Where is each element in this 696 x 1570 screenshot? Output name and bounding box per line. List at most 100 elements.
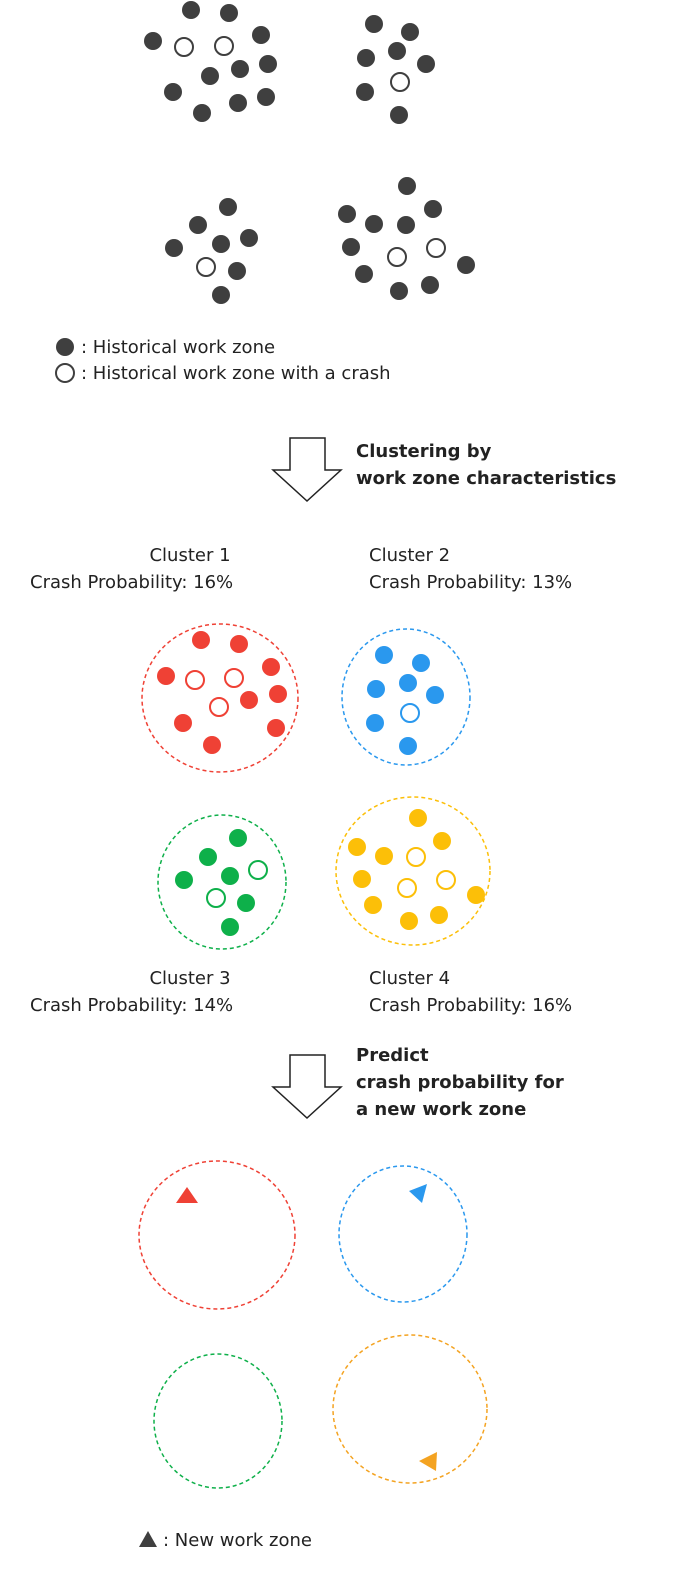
historical-work-zone-dot [220, 4, 238, 22]
cluster-3-probability: Crash Probability: 14% [30, 995, 234, 1016]
cluster-2-work-zone-dot [412, 654, 430, 672]
historical-work-zone-crash-dot [196, 257, 216, 277]
cluster-2-work-zone-dot [426, 686, 444, 704]
cluster-4-work-zone-crash-dot [436, 870, 456, 890]
historical-work-zone-crash-dot [387, 247, 407, 267]
cluster-4-boundary [335, 796, 491, 946]
historical-work-zone-dot [401, 23, 419, 41]
historical-work-zone-dot [165, 239, 183, 257]
historical-work-zone-dot [365, 215, 383, 233]
cluster-1-work-zone-dot [269, 685, 287, 703]
historical-work-zone-dot [355, 265, 373, 283]
historical-work-zone-dot [356, 83, 374, 101]
historical-work-zone-dot [424, 200, 442, 218]
cluster-4-work-zone-crash-dot [406, 847, 426, 867]
cluster-2-prediction-boundary [338, 1165, 468, 1303]
cluster-4-work-zone-dot [467, 886, 485, 904]
cluster-1-work-zone-dot [240, 691, 258, 709]
historical-work-zone-dot [212, 286, 230, 304]
cluster-3-work-zone-dot [237, 894, 255, 912]
historical-work-zone-dot [240, 229, 258, 247]
cluster-4-title: Cluster 4 [369, 968, 451, 989]
cluster-3-work-zone-dot [175, 871, 193, 889]
cluster-4-work-zone-dot [433, 832, 451, 850]
cluster-1-probability: Crash Probability: 16% [30, 572, 234, 593]
historical-work-zone-dot [189, 216, 207, 234]
cluster-3-work-zone-crash-dot [206, 888, 226, 908]
cluster-3-work-zone-dot [199, 848, 217, 866]
historical-work-zone-dot [257, 88, 275, 106]
historical-work-zone-dot [229, 94, 247, 112]
cluster-3-work-zone-crash-dot [248, 860, 268, 880]
cluster-4-work-zone-dot [348, 838, 366, 856]
cluster-2-work-zone-dot [399, 737, 417, 755]
cluster-1-work-zone-dot [230, 635, 248, 653]
step2-line3: a new work zone [356, 1099, 527, 1120]
historical-work-zone-crash-dot [214, 36, 234, 56]
historical-work-zone-dot [219, 198, 237, 216]
cluster-4-work-zone-dot [364, 896, 382, 914]
historical-work-zone-dot [164, 83, 182, 101]
cluster-1-work-zone-crash-dot [209, 697, 229, 717]
historical-work-zone-dot [228, 262, 246, 280]
cluster-2-work-zone-dot [375, 646, 393, 664]
clustered-work-zones [157, 631, 485, 936]
cluster-1-work-zone-dot [267, 719, 285, 737]
historical-work-zone-dot [193, 104, 211, 122]
step2-line1: Predict [356, 1045, 429, 1066]
historical-work-zone-crash-dot [390, 72, 410, 92]
cluster-2-work-zone-dot [367, 680, 385, 698]
cluster-4-work-zone-dot [375, 847, 393, 865]
legend-hollow-dot [55, 363, 75, 383]
cluster-3-work-zone-dot [221, 918, 239, 936]
historical-work-zone-dot [342, 238, 360, 256]
historical-work-zone-dot [259, 55, 277, 73]
new-work-zone-triangle-cluster-1 [176, 1187, 198, 1203]
cluster-2-work-zone-dot [366, 714, 384, 732]
new-work-zone-triangle-cluster-2 [409, 1184, 427, 1203]
legend-filled-label: : Historical work zone [81, 337, 276, 358]
process-arrow-2 [271, 1054, 343, 1120]
cluster-4-work-zone-crash-dot [397, 878, 417, 898]
historical-work-zone-dot [398, 177, 416, 195]
cluster-1-work-zone-dot [262, 658, 280, 676]
cluster-4-work-zone-dot [353, 870, 371, 888]
historical-work-zone-dot [365, 15, 383, 33]
historical-work-zone-dot [417, 55, 435, 73]
historical-work-zone-dot [390, 106, 408, 124]
legend-new-work-zone-label: : New work zone [163, 1530, 312, 1551]
cluster-3-boundary [157, 814, 287, 950]
cluster-2-probability: Crash Probability: 13% [369, 572, 573, 593]
cluster-2-work-zone-dot [399, 674, 417, 692]
historical-work-zone-dot [397, 216, 415, 234]
cluster-3-title: Cluster 3 [149, 968, 231, 989]
historical-work-zone-dot [252, 26, 270, 44]
cluster-1-work-zone-dot [174, 714, 192, 732]
historical-work-zones [144, 1, 475, 304]
cluster-2-boundary [341, 628, 471, 766]
historical-work-zone-crash-dot [174, 37, 194, 57]
step2-line2: crash probability for [356, 1072, 564, 1093]
historical-work-zone-crash-dot [426, 238, 446, 258]
historical-work-zone-dot [390, 282, 408, 300]
step1-line2: work zone characteristics [356, 468, 617, 489]
cluster-2-title: Cluster 2 [369, 545, 451, 566]
cluster-4-work-zone-dot [400, 912, 418, 930]
historical-work-zone-dot [231, 60, 249, 78]
cluster-1-work-zone-crash-dot [224, 668, 244, 688]
historical-work-zone-dot [182, 1, 200, 19]
historical-work-zone-dot [421, 276, 439, 294]
cluster-1-work-zone-dot [192, 631, 210, 649]
cluster-3-prediction-boundary [153, 1353, 283, 1489]
legend-hollow-label: : Historical work zone with a crash [81, 363, 391, 384]
cluster-1-work-zone-dot [203, 736, 221, 754]
legend-triangle [139, 1531, 157, 1547]
legend-filled-dot [56, 338, 74, 356]
historical-work-zone-dot [201, 67, 219, 85]
historical-work-zone-dot [357, 49, 375, 67]
cluster-4-work-zone-dot [430, 906, 448, 924]
historical-work-zone-dot [457, 256, 475, 274]
historical-work-zone-dot [144, 32, 162, 50]
step1-line1: Clustering by [356, 441, 492, 462]
